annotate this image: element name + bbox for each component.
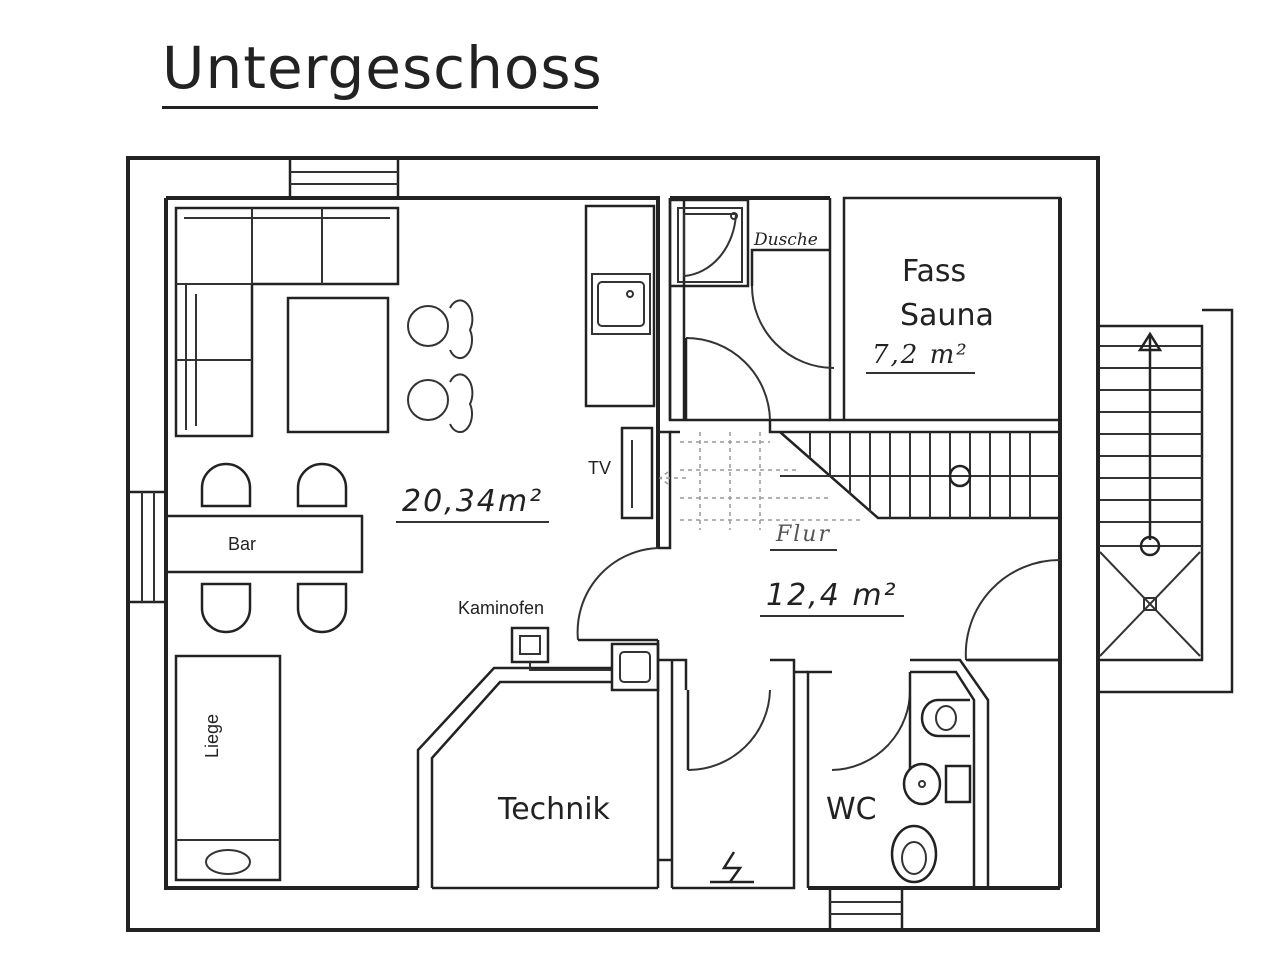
label-kaminofen: Kaminofen <box>458 598 545 618</box>
label-tv: TV <box>588 458 612 478</box>
window-left <box>126 490 168 604</box>
area-wohnen: 20,34m² <box>396 484 550 523</box>
armchair <box>406 373 474 433</box>
stairs-inner <box>680 431 1060 530</box>
bidet <box>902 762 972 806</box>
doors <box>576 285 1061 771</box>
coffee-table <box>286 296 390 434</box>
room-name-dusche: Dusche <box>754 230 818 250</box>
area-sauna: 7,2 m² <box>866 340 975 374</box>
bar-stools <box>200 462 348 634</box>
room-name-flur: Flur <box>770 522 837 551</box>
label-bar: Bar <box>228 534 257 554</box>
title-underline <box>162 106 598 109</box>
room-name-wc: WC <box>826 792 877 827</box>
sink <box>920 698 970 738</box>
sofa <box>174 206 400 438</box>
kitchen-counter <box>584 204 656 408</box>
shower <box>677 207 743 283</box>
window-bottom <box>828 886 904 932</box>
label-liege: Liege <box>202 713 222 758</box>
window-top <box>288 156 400 200</box>
electric-icon <box>710 851 754 884</box>
room-name-sauna-line1: Fass <box>902 254 967 289</box>
kaminofen-stove <box>510 626 612 671</box>
tv-arrow <box>658 471 686 485</box>
bar-counter <box>164 514 364 574</box>
daybed <box>174 654 282 882</box>
stairs-exterior <box>1098 308 1234 694</box>
armchair <box>406 299 474 359</box>
area-flur: 12,4 m² <box>760 578 904 617</box>
plan-title: Untergeschoss <box>162 34 603 102</box>
toilet <box>890 824 938 884</box>
tv-unit <box>620 426 654 520</box>
room-name-technik: Technik <box>498 792 610 827</box>
room-name-sauna-line2: Sauna <box>900 298 994 333</box>
chimney <box>610 642 660 692</box>
